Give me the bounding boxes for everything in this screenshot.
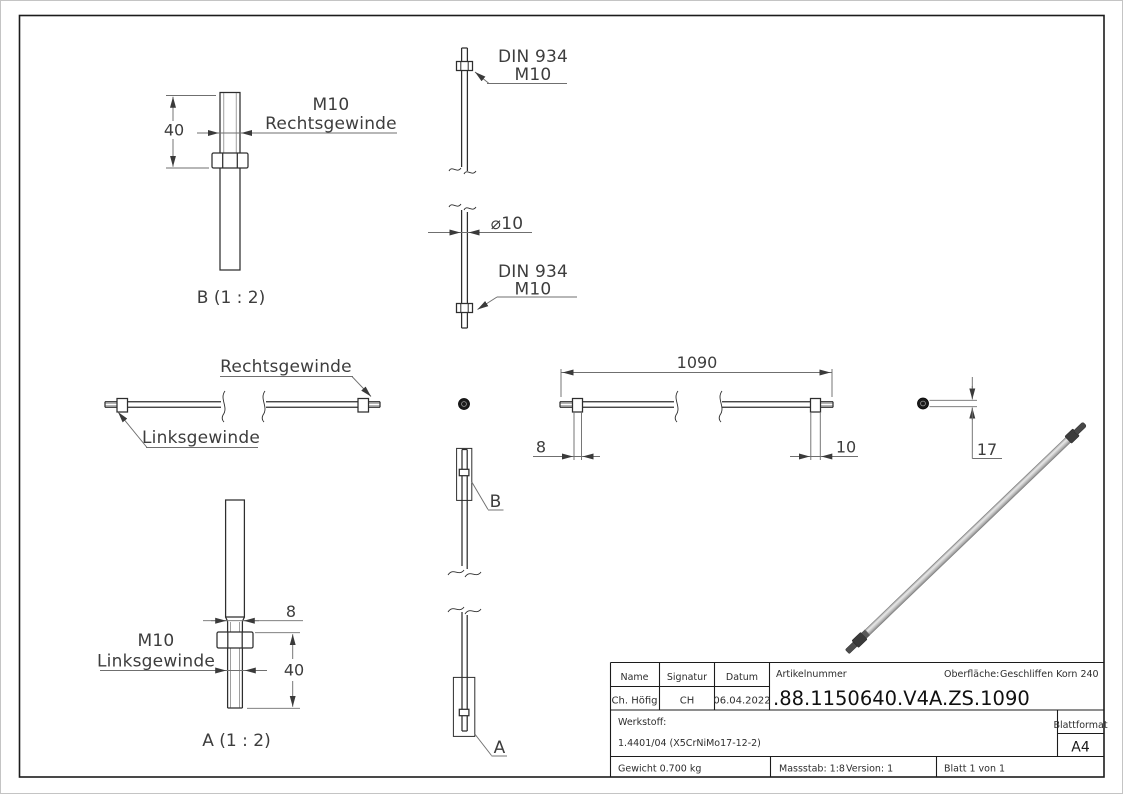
iso-thread-top — [1073, 422, 1087, 435]
tb-oberflaeche-value: Geschliffen Korn 240 — [1000, 669, 1099, 680]
hex-nut-left — [571, 397, 584, 413]
label-din934-top-1: DIN 934 — [498, 47, 568, 67]
tb-version: Version: 1 — [846, 764, 893, 775]
callout-box-b — [456, 447, 473, 501]
dim-8-detail: 8 — [203, 602, 303, 624]
iso-rod-body — [864, 436, 1072, 636]
hex-nut-right — [809, 397, 822, 413]
dim-10-text: 10 — [836, 438, 856, 457]
view-isometric — [845, 422, 1087, 654]
dim-40-detail-text: 40 — [284, 661, 304, 680]
view-detail-b: 40 M10 Rechtsgewinde B (1 : 2) — [164, 91, 397, 308]
caption-detail-a: A (1 : 2) — [202, 731, 270, 751]
drawing-frame — [18, 14, 1105, 778]
dim-1090: 1090 — [560, 353, 833, 397]
leader-linksgewinde: Linksgewinde — [117, 411, 260, 448]
tb-name-value: Ch. Höfig — [612, 696, 658, 707]
tb-blattformat-value: A4 — [1071, 740, 1090, 756]
leader-din934-bottom: DIN 934 M10 — [477, 262, 577, 310]
tb-artikelnummer-label: Artikelnummer — [776, 669, 847, 680]
view-end-17: 17 — [917, 377, 1002, 459]
leader-m10-linksgewinde: M10 Linksgewinde — [97, 631, 267, 674]
tb-massstab: Massstab: 1:8 — [779, 764, 845, 775]
callout-b-label: B — [471, 481, 504, 512]
tb-blatt: Blatt 1 von 1 — [944, 764, 1005, 775]
label-din934-top-2: M10 — [515, 65, 552, 85]
label-m10: M10 — [313, 95, 350, 115]
view-side-labeled: Rechtsgewinde Linksgewinde — [104, 357, 381, 448]
tb-gewicht: Gewicht 0.700 kg — [618, 764, 701, 775]
tb-col-name: Name — [620, 672, 648, 683]
tb-col-signatur: Signatur — [667, 672, 707, 683]
title-block: Name Signatur Datum Artikelnummer Oberfl… — [609, 661, 1108, 777]
view-rod-front-callouts: B A — [447, 447, 507, 758]
tb-col-datum: Datum — [726, 672, 758, 683]
view-detail-a: 8 M10 Linksgewinde 40 A (1 : 2) — [97, 499, 304, 751]
view-rod-front-top: DIN 934 M10 ⌀10 DIN 934 M10 — [428, 47, 577, 329]
caption-detail-b: B (1 : 2) — [197, 288, 266, 308]
label-m10: M10 — [138, 631, 175, 651]
view-side-dimensioned: 1090 8 10 — [533, 353, 858, 460]
tb-blattformat-label: Blattformat — [1053, 720, 1107, 731]
tb-signatur-value: CH — [680, 696, 695, 707]
rod-body — [224, 499, 246, 618]
label-rechtsgewinde: Rechtsgewinde — [265, 114, 397, 134]
callout-a-label: A — [474, 733, 507, 758]
dim-40-detail: 40 — [247, 632, 304, 709]
hex-nut-top — [455, 60, 474, 72]
rod-body — [219, 91, 241, 271]
hex-nut — [216, 631, 254, 649]
label-din934-bottom-1: DIN 934 — [498, 262, 568, 282]
leader-rechtsgewinde: Rechtsgewinde — [220, 357, 372, 397]
hex-nut-a — [458, 708, 470, 717]
tb-artikelnummer-value: .88.1150640.V4A.ZS.1090 — [773, 687, 1030, 710]
dim-10: 10 — [790, 412, 858, 460]
hex-nut-bottom — [455, 302, 474, 314]
label-din934-bottom-2: M10 — [515, 280, 552, 300]
tb-datum-value: 06.04.2022 — [713, 696, 770, 707]
label-rechtsgewinde-side: Rechtsgewinde — [220, 357, 352, 377]
hex-nut-left — [116, 397, 129, 413]
dim-diameter-10: ⌀10 — [428, 214, 532, 236]
tb-oberflaeche-label: Oberfläche: — [944, 669, 999, 680]
rod-end-view-small — [458, 398, 470, 410]
dim-8-detail-text: 8 — [286, 602, 296, 621]
leader-din934-top: DIN 934 M10 — [474, 47, 568, 85]
dim-8: 8 — [533, 412, 600, 460]
hex-nut-right — [357, 397, 370, 413]
callout-box-a — [452, 676, 476, 737]
callout-b-text: B — [490, 492, 502, 512]
hex-nut — [211, 152, 249, 169]
label-linksgewinde-side: Linksgewinde — [142, 428, 260, 448]
tb-werkstoff-value: 1.4401/04 (X5CrNiMo17-12-2) — [618, 738, 761, 749]
dim-8-text: 8 — [536, 438, 546, 457]
dim-40: 40 — [164, 95, 216, 169]
callout-a-text: A — [494, 738, 506, 758]
dim-40-text: 40 — [164, 121, 184, 140]
label-linksgewinde: Linksgewinde — [97, 652, 215, 672]
leader-m10-rechtsgewinde: M10 Rechtsgewinde — [197, 95, 397, 136]
dim-1090-text: 1090 — [677, 353, 718, 372]
label-diameter: ⌀10 — [491, 214, 523, 234]
dim-17-text: 17 — [977, 440, 997, 459]
tb-werkstoff-label: Werkstoff: — [618, 717, 666, 728]
hex-nut-b — [458, 468, 470, 477]
